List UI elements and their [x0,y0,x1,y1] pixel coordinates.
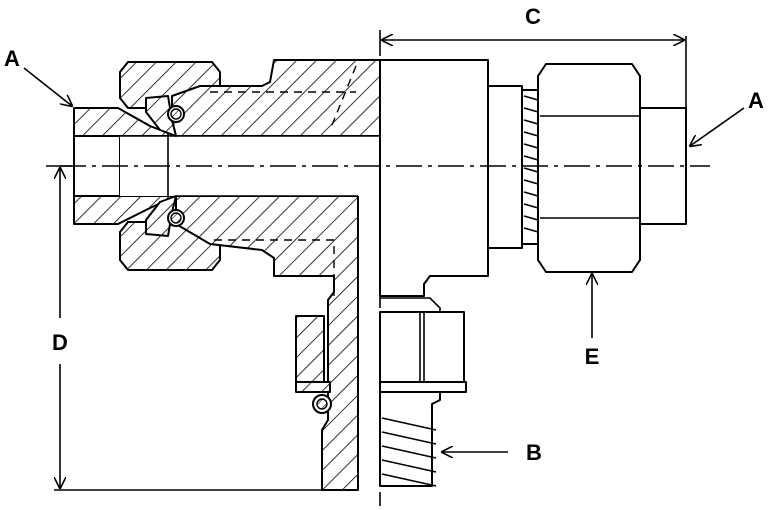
sectioned-half [73,59,381,491]
callout-a-left: A [4,46,72,106]
body-neck [487,85,523,249]
port-o-ring [312,394,332,414]
o-ring-lower [167,209,185,227]
callout-b: B [442,440,542,465]
dimension-d: D [46,165,358,491]
ferrule-upper [145,95,177,137]
outside-view-half [379,59,687,487]
callout-a-right: A [690,88,764,146]
port-hex [379,297,465,383]
thread-collar [521,89,541,245]
dimension-c: C [382,4,687,108]
o-ring-upper [167,105,185,123]
port-washer [379,381,467,393]
ferrule-lower [145,195,177,237]
label-a-left: A [4,46,20,71]
sealing-ring-strip [295,381,331,393]
label-b: B [526,440,542,465]
label-c: C [525,4,541,29]
callout-e: E [585,274,600,369]
label-d: D [52,330,68,355]
bonded-seal-section [295,315,325,383]
label-e: E [585,344,600,369]
label-a-right: A [748,88,764,113]
body-block [379,59,489,297]
hex-nut [537,63,641,273]
port-thread [379,391,441,487]
